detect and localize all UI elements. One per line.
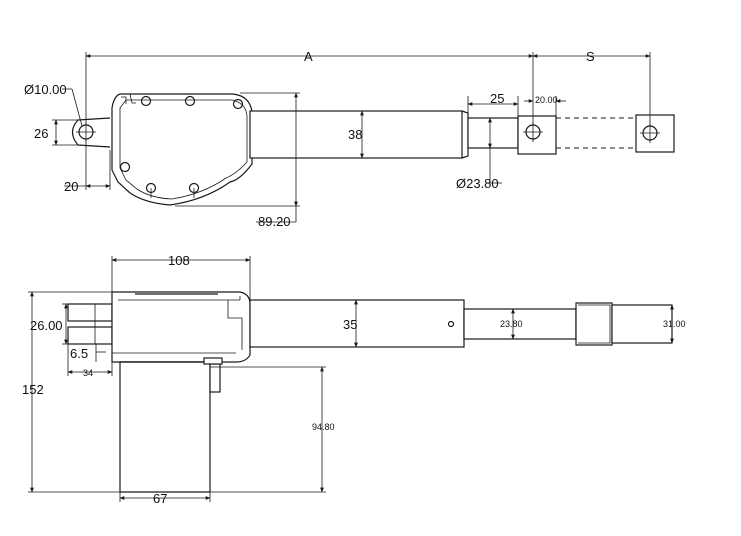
inner-rod-side — [463, 308, 577, 340]
dim-rod-ext: 25 — [490, 91, 504, 106]
gearbox-side — [111, 291, 251, 363]
dim-mount-length: 34 — [83, 368, 93, 378]
dim-clevis-offset: 20 — [64, 179, 78, 194]
inner-rod — [467, 117, 519, 149]
dim-s-label: S — [586, 49, 595, 64]
dim-motor-width: 67 — [153, 491, 167, 506]
top-view: A S Ø10.00 26 20 89.20 38 25 — [24, 49, 675, 229]
dim-total-height: 152 — [22, 382, 44, 397]
dim-a-label: A — [304, 49, 313, 64]
dim-hole-dia: Ø10.00 — [24, 82, 67, 97]
rod-end-side — [575, 302, 673, 346]
dim-tube-35: 35 — [343, 317, 357, 332]
dim-rod-23: 23.80 — [500, 319, 523, 329]
dim-body-height: 89.20 — [258, 214, 291, 229]
dim-body-width: 108 — [168, 253, 190, 268]
dim-mount-height: 26.00 — [30, 318, 63, 333]
dim-motor-height: 94.80 — [312, 422, 335, 432]
dim-mount-width: 6.5 — [70, 346, 88, 361]
rear-mount — [67, 303, 113, 345]
dim-rod-dia: Ø23.80 — [456, 176, 499, 191]
motor — [119, 357, 223, 493]
dim-rod-clevis: 20.00 — [535, 95, 558, 105]
dim-tube-outer: 38 — [348, 127, 362, 142]
front-clevis — [517, 115, 557, 155]
dim-end-31: 31.00 — [663, 319, 686, 329]
side-view: 108 26.00 6.5 34 35 23.80 31.00 152 — [22, 253, 686, 506]
outer-tube — [249, 110, 463, 159]
gearbox-housing — [111, 93, 253, 206]
rear-clevis — [71, 117, 111, 148]
dim-clevis-height: 26 — [34, 126, 48, 141]
front-clevis-extended — [635, 114, 675, 153]
